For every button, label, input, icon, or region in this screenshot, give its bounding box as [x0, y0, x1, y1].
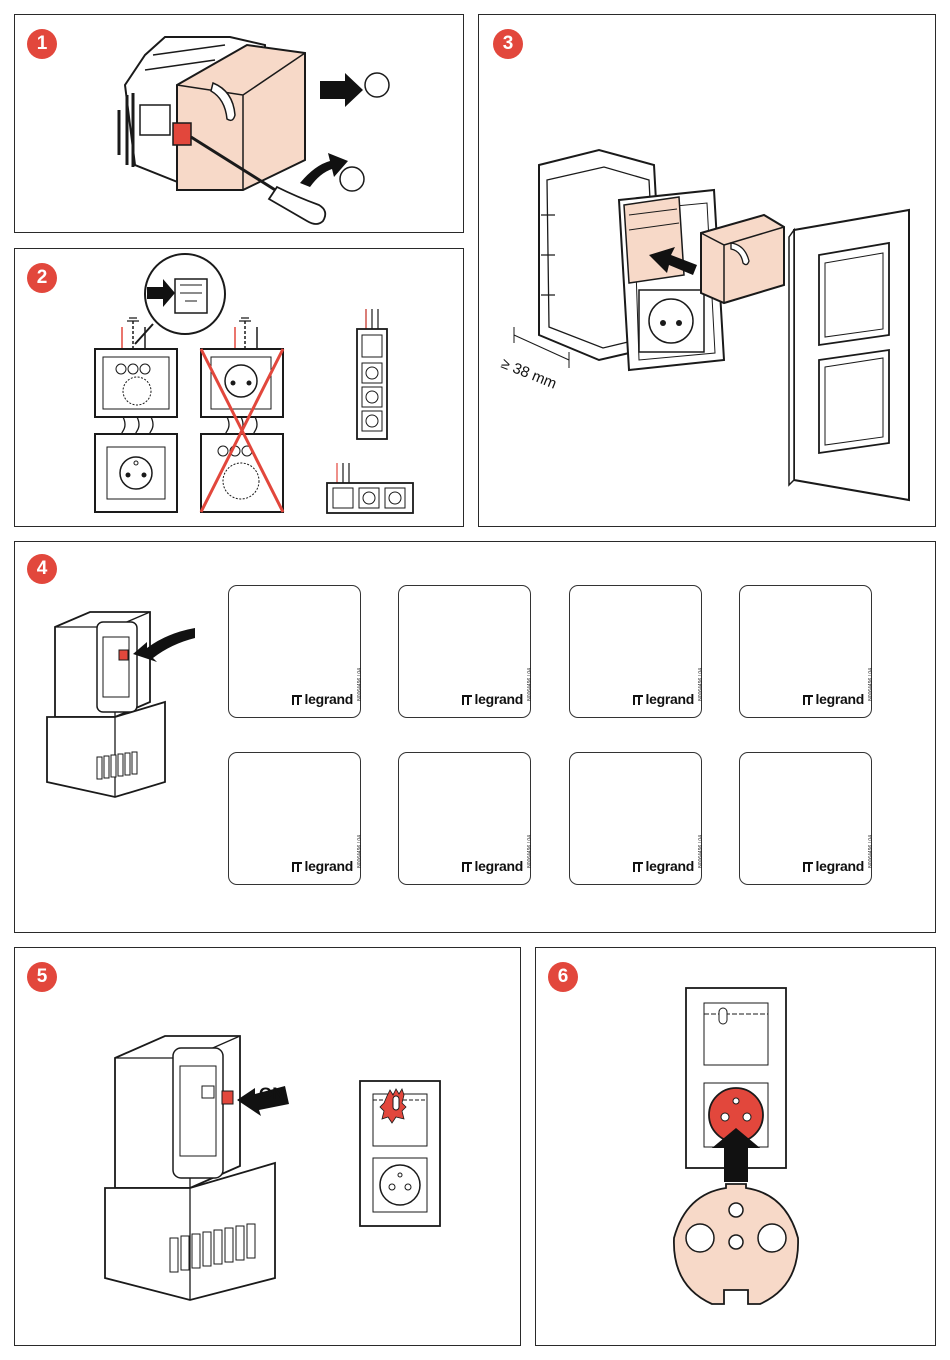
sticker-brand-text: legrand [816, 691, 864, 707]
sticker-brand: legrand [292, 858, 353, 874]
sticker-brand-text: legrand [816, 858, 864, 874]
panel-step-3: 3 ≥ 38 mm [478, 14, 936, 527]
label-sticker: N0064496 / 04 legrand [569, 585, 702, 718]
sticker-code: N0064496 / 04 [527, 835, 533, 868]
panel-step-4: 4 N0064496 / 04 legrand N0064496 / 04 le… [14, 541, 936, 933]
sticker-brand-text: legrand [646, 691, 694, 707]
sticker-code: N0064496 / 04 [868, 668, 874, 701]
panel-step-1: 1 [14, 14, 464, 233]
sticker-brand-text: legrand [475, 858, 523, 874]
wiring-placement-illustration [15, 249, 465, 528]
sticker-brand: legrand [462, 858, 523, 874]
sticker-code: N0064496 / 04 [698, 835, 704, 868]
legrand-logo-icon [633, 695, 643, 705]
label-sticker: N0064496 / 04 legrand [739, 752, 872, 885]
sticker-brand-text: legrand [305, 858, 353, 874]
label-sticker: N0064496 / 04 legrand [398, 585, 531, 718]
legrand-logo-icon [633, 862, 643, 872]
sticker-brand-text: legrand [305, 691, 353, 707]
label-sticker: N0064496 / 04 legrand [739, 585, 872, 718]
panel-step-5: 5 ON [14, 947, 521, 1346]
sticker-code: N0064496 / 04 [698, 668, 704, 701]
legrand-logo-icon [803, 862, 813, 872]
legrand-logo-icon [292, 695, 302, 705]
switch-off-breaker-illustration [15, 542, 215, 934]
label-sticker: N0064496 / 04 legrand [228, 585, 361, 718]
panel-step-6: 6 [535, 947, 936, 1346]
sticker-brand: legrand [803, 858, 864, 874]
sticker-brand: legrand [462, 691, 523, 707]
switch-on-breaker-illustration [15, 948, 522, 1347]
sticker-brand: legrand [633, 691, 694, 707]
label-sticker: N0064496 / 04 legrand [398, 752, 531, 885]
sticker-brand-text: legrand [475, 691, 523, 707]
sticker-code: N0064496 / 04 [527, 668, 533, 701]
sticker-brand: legrand [803, 691, 864, 707]
legrand-logo-icon [462, 695, 472, 705]
plug-in-test-illustration [536, 948, 937, 1347]
label-sticker: N0064496 / 04 legrand [569, 752, 702, 885]
legrand-logo-icon [803, 695, 813, 705]
legrand-logo-icon [292, 862, 302, 872]
sticker-brand: legrand [633, 858, 694, 874]
sticker-code: N0064496 / 04 [357, 668, 363, 701]
remove-cover-illustration [15, 15, 465, 234]
legrand-logo-icon [462, 862, 472, 872]
panel-step-2: 2 [14, 248, 464, 527]
sticker-brand-text: legrand [646, 858, 694, 874]
label-sticker: N0064496 / 04 legrand [228, 752, 361, 885]
mount-mechanism-illustration [479, 15, 937, 528]
sticker-code: N0064496 / 04 [868, 835, 874, 868]
sticker-brand: legrand [292, 691, 353, 707]
on-label: ON [259, 1084, 285, 1104]
sticker-code: N0064496 / 04 [357, 835, 363, 868]
